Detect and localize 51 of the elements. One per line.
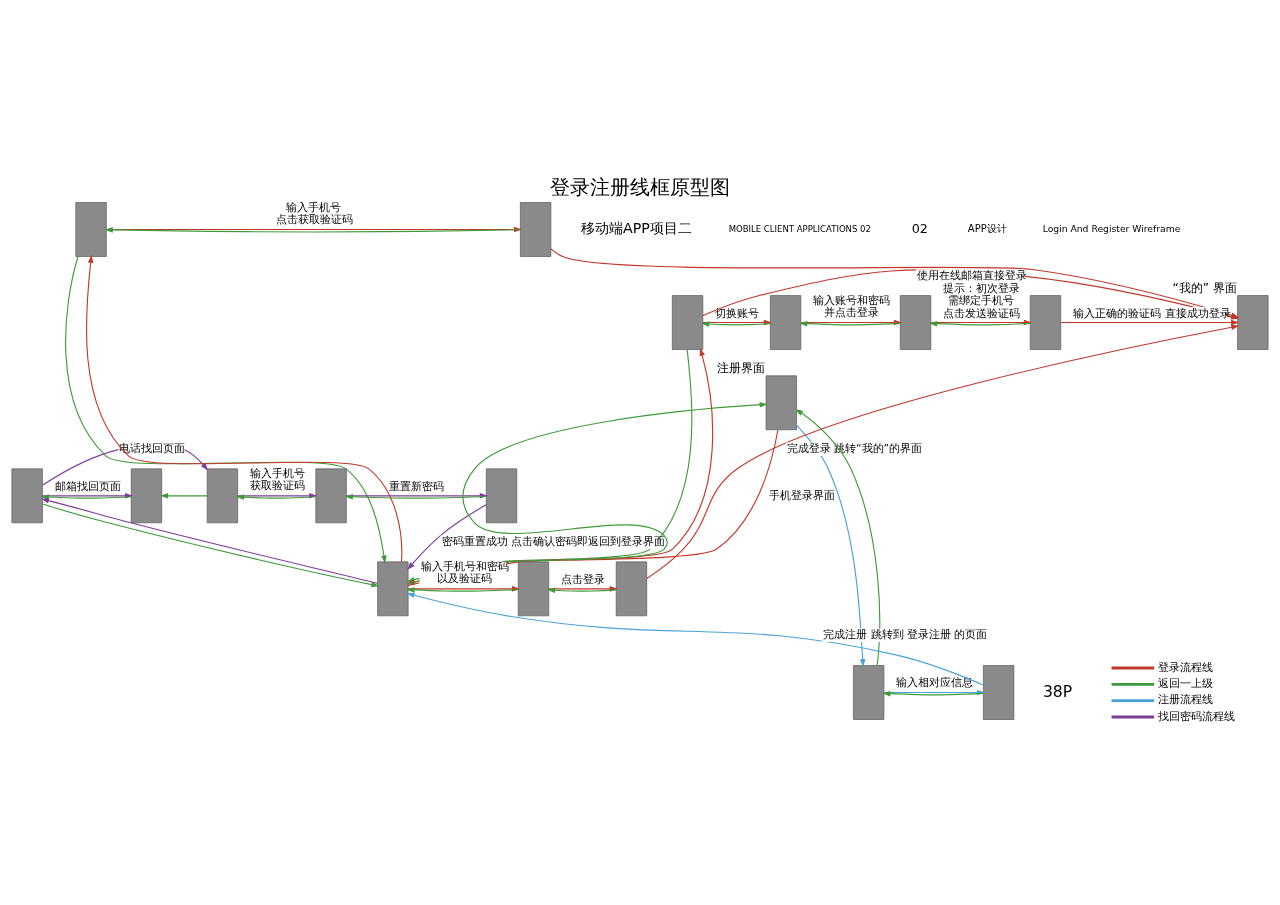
node-box — [130, 468, 163, 524]
edge-label: 使用在线邮箱直接登录 — [916, 268, 1027, 282]
node-box — [75, 202, 107, 257]
legend-label: 登录流程线 — [1158, 660, 1214, 674]
label: APP设计 — [967, 223, 1007, 235]
node-box — [11, 468, 43, 524]
node-box — [615, 561, 648, 617]
node-box — [853, 665, 885, 720]
arrow — [646, 324, 1240, 580]
arrow — [796, 424, 866, 668]
edge-label: 密码重置成功 点击确认密码即返回到登录界面 — [441, 535, 665, 549]
edge-label: 输入手机号和密码以及验证码 — [420, 560, 509, 586]
node-box — [377, 561, 409, 617]
arrow — [1060, 319, 1240, 326]
edge-label: 邮箱找回页面 — [54, 479, 121, 493]
edge-label: 输入账号和密码并点击登录 — [812, 294, 890, 320]
label: 移动端APP项目二 — [581, 220, 692, 237]
edge-label: 重置新密码 — [389, 479, 445, 493]
node-box — [983, 665, 1015, 720]
node-box — [517, 561, 550, 617]
node-box — [520, 202, 552, 257]
node-box — [671, 295, 704, 350]
label: Login And Register Wireframe — [1042, 222, 1181, 234]
legend-label: 找回密码流程线 — [1158, 709, 1236, 723]
edge-label: 手机登录界面 — [768, 488, 835, 502]
edge-label: 输入手机号点击获取验证码 — [275, 201, 353, 227]
node-box — [765, 375, 797, 431]
edge-label: 点击登录 — [561, 572, 606, 586]
legend-label: 返回一上级 — [1158, 676, 1214, 690]
edge-label: 输入正确的验证码 直接成功登录 — [1073, 306, 1231, 320]
node-label: 注册界面 — [717, 360, 766, 375]
arrow — [795, 408, 881, 666]
edge-label: 提示：初次登录需绑定手机号点击发送验证码 — [942, 282, 1020, 320]
node-box — [899, 295, 932, 350]
node-box — [769, 295, 802, 350]
arrow — [407, 504, 487, 571]
node-label: “我的” 界面 — [1172, 280, 1237, 295]
edge-label: 切换账号 — [715, 306, 760, 320]
legend-label: 注册流程线 — [1158, 693, 1214, 707]
label: 02 — [911, 220, 928, 236]
diagram-title: 登录注册线框原型图 — [550, 175, 730, 199]
arrow — [160, 493, 208, 499]
node-box — [485, 468, 518, 524]
edge-label: 输入手机号获取验证码 — [249, 467, 305, 493]
label: 38P — [1042, 682, 1073, 701]
label: MOBILE CLIENT APPLICATIONS 02 — [728, 223, 871, 234]
node-box — [206, 468, 239, 524]
node-box — [1029, 295, 1062, 350]
node-box — [1237, 295, 1269, 350]
node-box — [315, 468, 347, 524]
edge-label: 完成注册 跳转到 登录注册 的页面 — [823, 628, 988, 642]
